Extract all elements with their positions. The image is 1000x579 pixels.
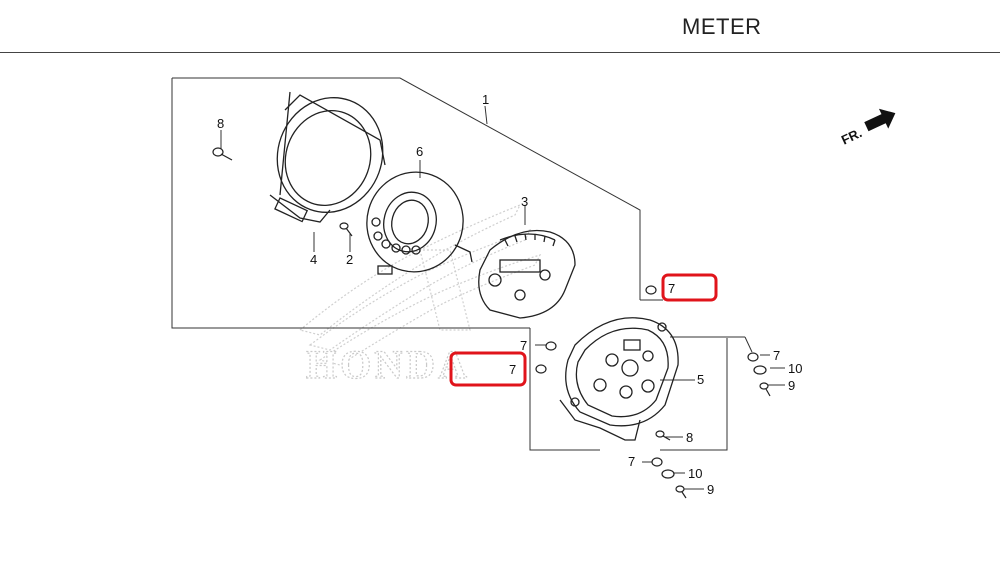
callout-8-lower: 8	[686, 430, 693, 445]
grommet-icon	[545, 341, 557, 351]
grommet-icon	[535, 364, 547, 374]
meter-unit-part-3	[478, 229, 576, 319]
honda-wing-watermark	[298, 203, 542, 366]
callout-10-b: 10	[688, 466, 702, 481]
washers-and-bolts	[655, 365, 771, 499]
assembly-bracket-lines	[171, 77, 728, 451]
callout-leader-lines	[220, 130, 785, 490]
callout-1: 1	[482, 92, 489, 107]
front-direction-label: FR.	[839, 125, 864, 147]
callout-9-a: 9	[788, 378, 795, 393]
callout-3: 3	[521, 194, 528, 209]
highlight-box-lower	[449, 351, 527, 387]
front-direction-arrow-icon: FR.	[839, 108, 896, 148]
callout-7-highlighted-upper: 7	[668, 281, 675, 296]
grommet-icon	[651, 457, 663, 467]
honda-watermark-text: HONDA	[306, 342, 470, 387]
page-title: METER	[682, 14, 762, 39]
callout-7-a: 7	[520, 338, 527, 353]
callout-10-a: 10	[788, 361, 802, 376]
callout-7-highlighted-lower: 7	[509, 362, 516, 377]
callout-8-upper: 8	[217, 116, 224, 131]
callout-2: 2	[346, 252, 353, 267]
callout-7-c: 7	[628, 454, 635, 469]
callout-9-b: 9	[707, 482, 714, 497]
callout-5: 5	[697, 372, 704, 387]
callout-6: 6	[416, 144, 423, 159]
header-divider	[0, 52, 1000, 53]
grommet-icon	[645, 285, 657, 295]
callout-7-b: 7	[773, 348, 780, 363]
screw-part-2	[339, 222, 353, 237]
lower-case-part-5	[559, 317, 679, 441]
screw-8-upper	[212, 147, 233, 161]
grommet-icon	[747, 352, 759, 362]
callout-4: 4	[310, 252, 317, 267]
meter-case-part-4	[269, 91, 386, 223]
panel-ring-part-6	[366, 171, 473, 275]
grommets-7	[535, 285, 759, 467]
highlight-box-upper	[661, 273, 718, 302]
